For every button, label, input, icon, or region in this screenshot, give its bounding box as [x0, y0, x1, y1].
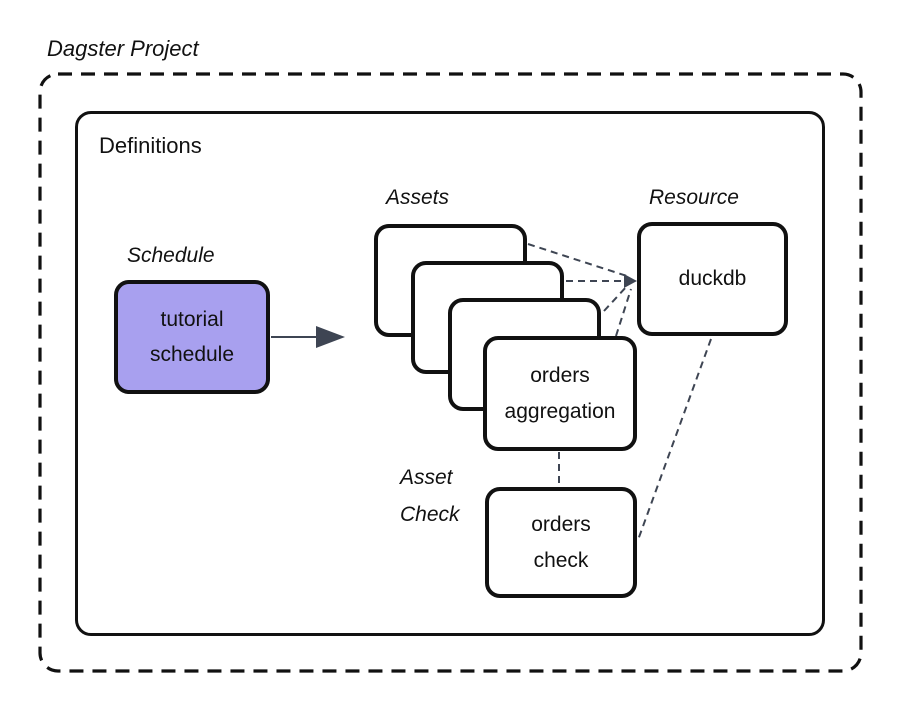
asset3-to-duckdb-line	[603, 284, 629, 312]
assets-to-duckdb-dashed-lines	[527, 243, 712, 541]
duckdb-node: duckdb	[637, 222, 788, 336]
orders-check-node: orders check	[485, 487, 637, 598]
orders-check-text: orders check	[531, 512, 591, 572]
schedule-label: Schedule	[127, 244, 215, 267]
asset-check-label: Asset Check	[400, 466, 460, 526]
duckdb-text: duckdb	[678, 267, 747, 290]
definitions-label: Definitions	[99, 133, 202, 158]
schedule-to-assets-arrowhead-icon	[316, 326, 345, 348]
orders-aggregation-text: orders aggregation	[504, 363, 616, 423]
asset1-to-duckdb-line	[527, 243, 631, 278]
diagram-title: Dagster Project	[47, 36, 199, 61]
tutorial-schedule-node: tutorial schedule	[114, 280, 270, 394]
asset4-to-duckdb-line	[615, 288, 632, 337]
orders-aggregation-node: orders aggregation	[483, 336, 637, 451]
dagster-project-dashed-border	[38, 72, 863, 673]
assets-label: Assets	[386, 186, 450, 209]
definitions-box	[75, 111, 825, 636]
resource-label: Resource	[649, 186, 739, 209]
duckdb-dashed-arrowhead-icon	[624, 274, 637, 288]
tutorial-schedule-text: tutorial schedule	[149, 308, 235, 366]
